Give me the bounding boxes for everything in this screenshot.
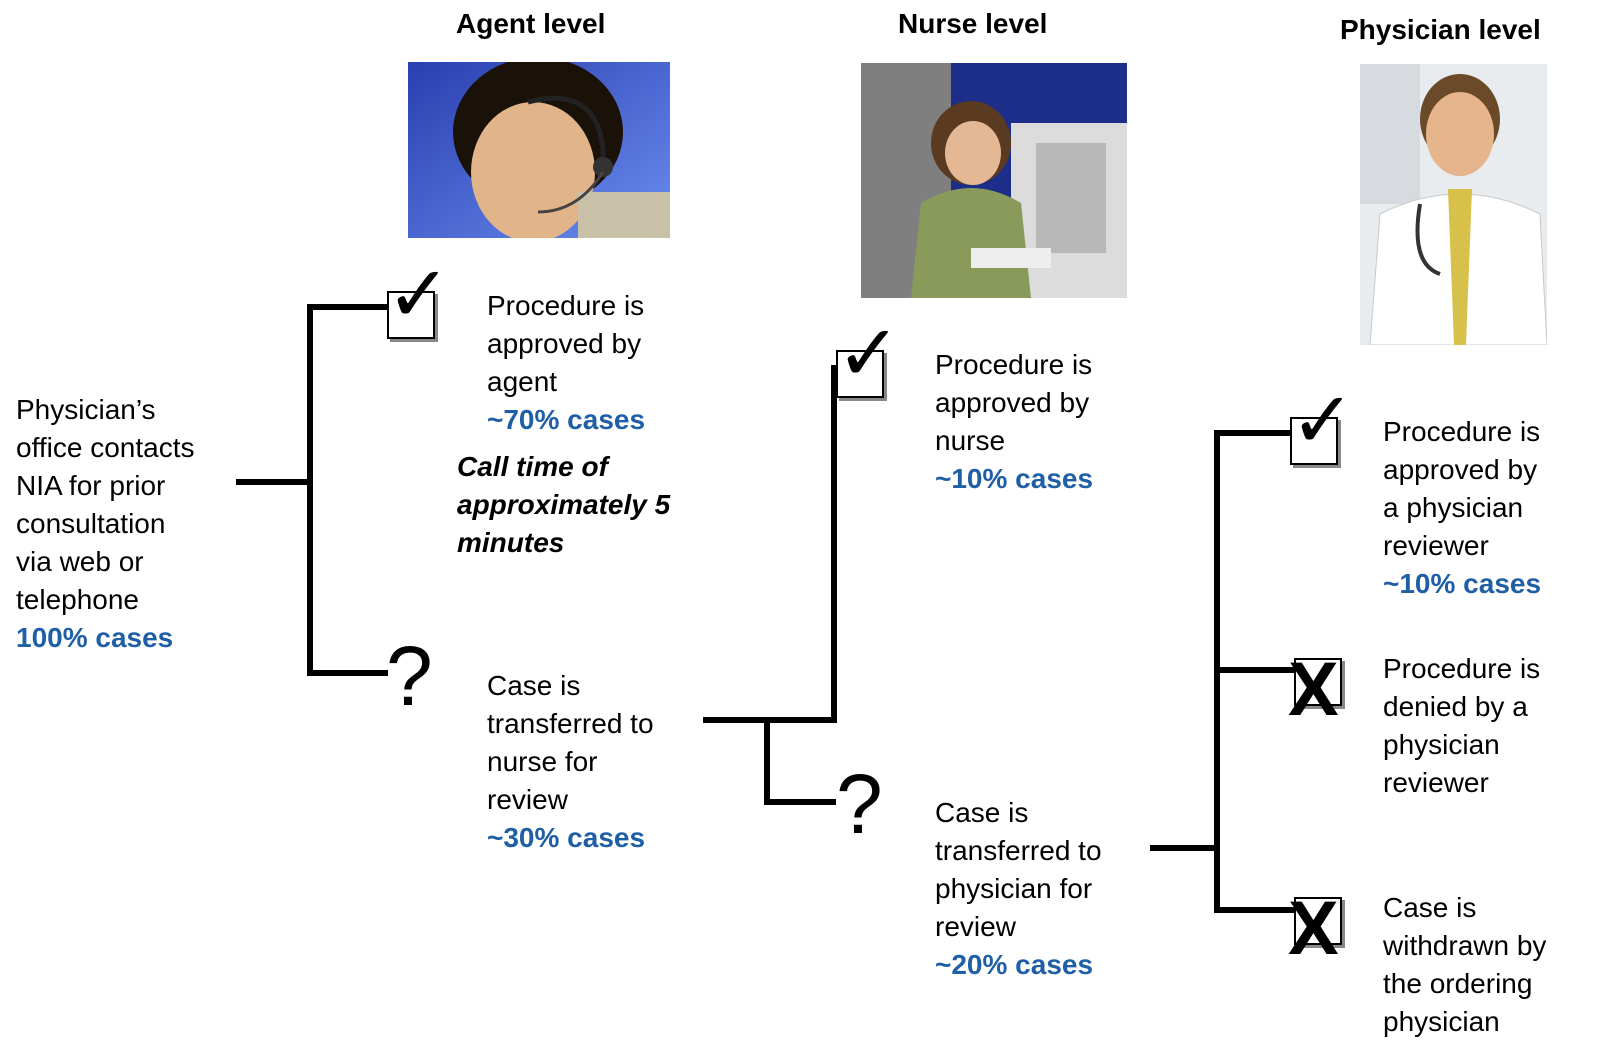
question-icon: ? xyxy=(386,629,433,723)
call-time-note: Call time of approximately 5 minutes xyxy=(457,451,671,558)
nurse-approve-checkbox xyxy=(836,350,884,398)
physician-denied-text: Procedure is denied by a physician revie… xyxy=(1383,653,1541,798)
agent-approved-percent: ~70% cases xyxy=(487,404,646,435)
check-icon: ✓ xyxy=(836,309,902,399)
nurse-approved-percent: ~10% cases xyxy=(935,463,1094,494)
physician-approved-text: Procedure is approved by a physician rev… xyxy=(1383,416,1541,561)
physician-approved-node: Procedure is approved by a physician rev… xyxy=(1383,375,1603,641)
physician-level-heading: Physician level xyxy=(1340,14,1541,45)
agent-approved-node: Procedure is approved by agent ~70% case… xyxy=(487,249,687,477)
nurse-level-heading: Nurse level xyxy=(898,8,1048,39)
physician-withdrawn-node: Case is withdrawn by the ordering physic… xyxy=(1383,851,1603,1041)
check-icon: ✓ xyxy=(386,250,452,340)
physician-deny-checkbox xyxy=(1294,658,1342,706)
start-percent: 100% cases xyxy=(16,622,174,653)
nurse-photo xyxy=(861,63,1127,298)
agent-approve-checkbox xyxy=(387,291,435,339)
physician-withdrawn-text: Case is withdrawn by the ordering physic… xyxy=(1383,892,1547,1037)
x-icon: X xyxy=(1288,886,1339,971)
nurse-transfer-node: Case is transferred to physician for rev… xyxy=(935,756,1145,1022)
agent-transfer-node: Case is transferred to nurse for review … xyxy=(487,629,697,895)
question-icon: ? xyxy=(836,757,883,851)
nurse-transfer-percent: ~20% cases xyxy=(935,949,1094,980)
agent-transfer-percent: ~30% cases xyxy=(487,822,646,853)
start-node: Physician’s office contacts NIA for prio… xyxy=(16,353,236,695)
start-text: Physician’s office contacts NIA for prio… xyxy=(16,394,195,615)
agent-level-heading: Agent level xyxy=(456,8,606,39)
check-icon: ✓ xyxy=(1290,376,1356,466)
withdrawn-checkbox xyxy=(1294,897,1342,945)
physician-approved-percent: ~10% cases xyxy=(1383,568,1542,599)
nurse-transfer-text: Case is transferred to physician for rev… xyxy=(935,797,1102,942)
physician-photo xyxy=(1360,64,1547,345)
agent-transfer-text: Case is transferred to nurse for review xyxy=(487,670,654,815)
nurse-approved-node: Procedure is approved by nurse ~10% case… xyxy=(935,308,1135,536)
x-icon: X xyxy=(1288,647,1339,732)
physician-approve-checkbox xyxy=(1290,417,1338,465)
nurse-approved-text: Procedure is approved by nurse xyxy=(935,349,1093,456)
agent-approved-text: Procedure is approved by agent xyxy=(487,290,645,397)
physician-denied-node: Procedure is denied by a physician revie… xyxy=(1383,612,1603,802)
agent-photo xyxy=(408,62,670,238)
